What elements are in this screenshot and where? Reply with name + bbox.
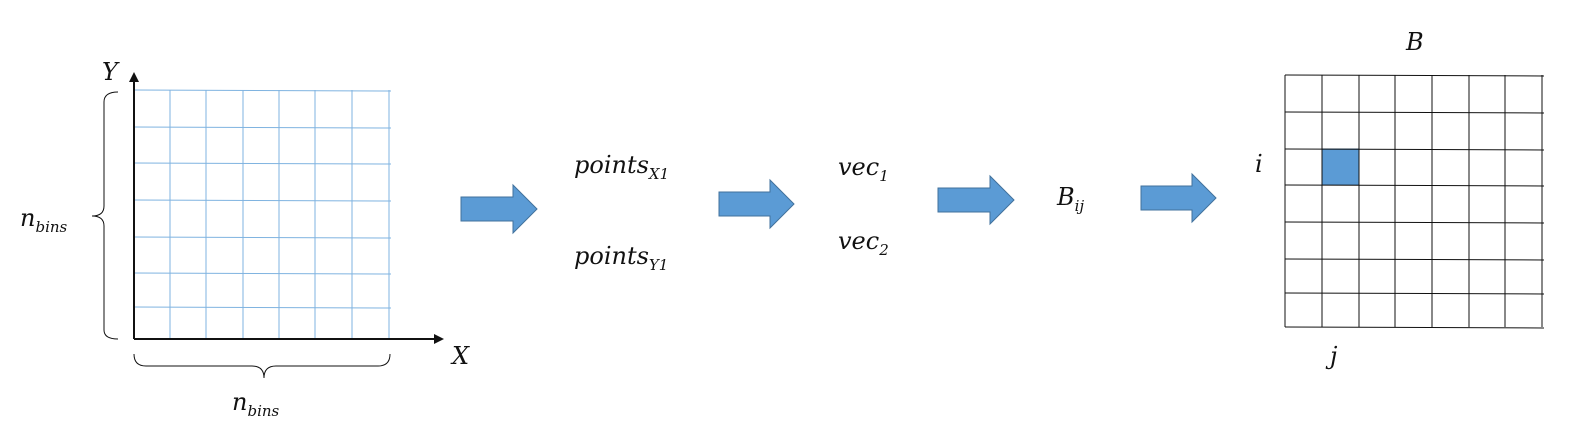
- col-index-label: j: [1325, 342, 1338, 370]
- arrow-right-icon: [1140, 172, 1217, 224]
- bin-grid: [133, 89, 392, 339]
- row-index-label: i: [1255, 150, 1263, 178]
- y-axis-label: Y: [102, 58, 120, 86]
- nbins-left-label: nbins: [20, 204, 68, 236]
- arrow-right-icon: [460, 183, 538, 235]
- grid-line-horizontal: [133, 236, 392, 239]
- points-y1-label: pointsY1: [574, 242, 668, 274]
- arrow-right-icon: [937, 174, 1015, 226]
- grid-line-horizontal: [133, 272, 392, 275]
- bij-label: Bij: [1056, 183, 1084, 215]
- nbins-bottom-label: nbins: [232, 388, 280, 420]
- matrix-row-line: [1284, 326, 1545, 329]
- matrix-row-line: [1284, 292, 1545, 295]
- vec2-label: vec2: [838, 227, 889, 259]
- matrix-row-line: [1284, 111, 1545, 114]
- matrix-row-line: [1284, 184, 1545, 187]
- grid-line-horizontal: [133, 306, 392, 309]
- left-brace: [91, 91, 119, 340]
- matrix-row-line: [1284, 148, 1545, 151]
- grid-line-horizontal: [133, 199, 392, 202]
- matrix-row-line: [1284, 258, 1545, 261]
- x-axis-label: X: [450, 342, 470, 370]
- grid-line-horizontal: [133, 126, 392, 129]
- vec1-label: vec1: [838, 153, 889, 185]
- matrix-grid: [1284, 74, 1545, 329]
- matrix-row-line: [1284, 74, 1545, 77]
- matrix-title: B: [1405, 28, 1424, 56]
- arrow-right-icon: [718, 178, 795, 230]
- matrix-row-line: [1284, 221, 1545, 224]
- grid-line-horizontal: [133, 162, 392, 165]
- bottom-brace: [133, 353, 391, 379]
- points-x1-label: pointsX1: [574, 151, 669, 183]
- highlighted-cell: [1321, 148, 1360, 186]
- grid-line-horizontal: [133, 89, 392, 92]
